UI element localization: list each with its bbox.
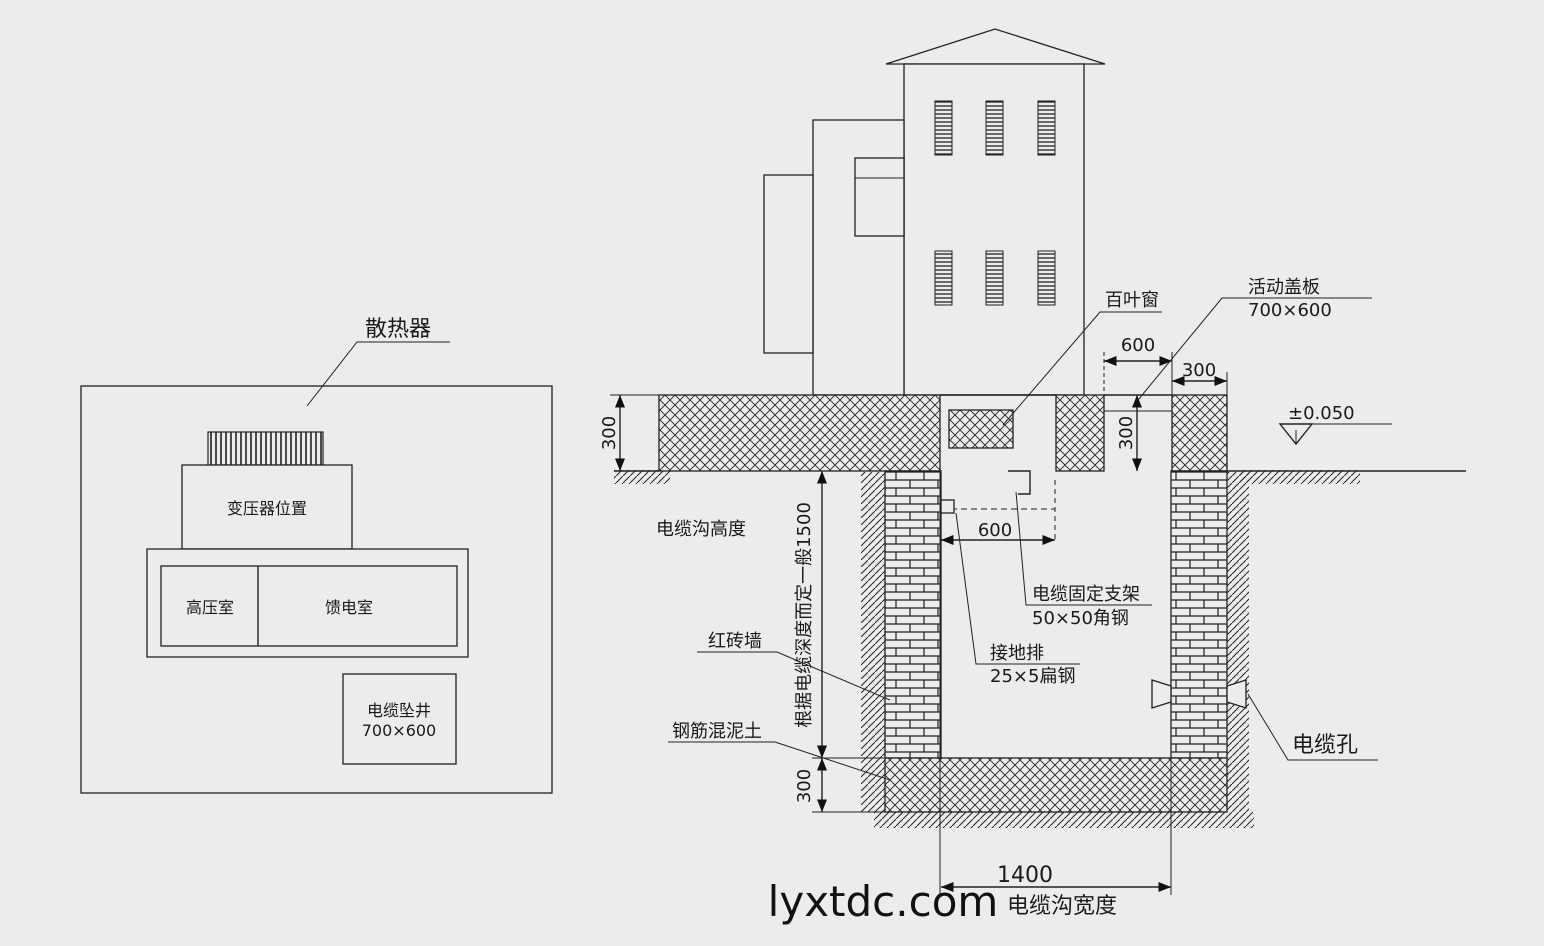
dim-300-top-label: 300 — [1182, 360, 1216, 381]
width-label: 电缆沟宽度 — [1007, 894, 1117, 919]
brick-wall-right — [1170, 470, 1228, 759]
dim-600-top-label: 600 — [1121, 335, 1155, 356]
louver-grille — [948, 409, 1014, 449]
ground-bar-spec: 25×5扁钢 — [990, 666, 1075, 687]
soil-bottom — [874, 812, 1254, 828]
brick-wall-left — [884, 470, 942, 759]
transformer-label: 变压器位置 — [227, 499, 307, 518]
cable-hole-leader — [1247, 693, 1378, 761]
soil-ground-left — [614, 470, 670, 484]
ground-bar-symbol — [940, 499, 955, 514]
cover-size: 700×600 — [1248, 300, 1332, 321]
vent-icon — [985, 100, 1004, 156]
cable-pit-label: 电缆坠井 — [367, 701, 431, 720]
cable-bracket — [1008, 470, 1031, 495]
concrete-beam-right — [1171, 394, 1228, 472]
substation-building — [763, 28, 1106, 396]
bracket-label: 电缆固定支架 — [1032, 584, 1140, 605]
bracket-leader — [1015, 491, 1152, 606]
level-marker: ±0.050 — [1278, 403, 1392, 446]
soil-left — [861, 472, 885, 812]
roof — [885, 28, 1106, 65]
brick-wall-leader — [697, 651, 891, 701]
level-label: ±0.050 — [1288, 403, 1355, 424]
cable-hole-label: 电缆孔 — [1292, 733, 1358, 758]
width-value: 1400 — [997, 863, 1053, 888]
trench-height-label: 电缆沟高度 — [656, 519, 746, 540]
soil-ground-right — [1240, 470, 1360, 484]
radiator-label: 散热器 — [365, 317, 431, 342]
dim-600-mid-label: 600 — [978, 520, 1012, 541]
dim-300-bottom-label: 300 — [794, 769, 815, 803]
transformer-box — [181, 464, 353, 550]
cover-label: 活动盖板 — [1248, 277, 1320, 298]
concrete-leader — [668, 741, 891, 781]
vent-icon — [934, 250, 953, 306]
radiator-leader — [306, 341, 450, 407]
vent-icon — [985, 250, 1004, 306]
vent-icon — [1037, 100, 1056, 156]
brick-wall-label: 红砖墙 — [708, 631, 762, 652]
section-view: ±0.050 300 600 300 300 根据电缆深度而定一般1500 电缆… — [599, 28, 1466, 919]
cable-hole-left — [1151, 679, 1172, 709]
cable-pit-box — [342, 673, 457, 765]
soil-right — [1227, 472, 1249, 812]
cable-pit-size: 700×600 — [362, 721, 436, 740]
hv-room-label: 高压室 — [186, 598, 234, 617]
concrete-slab-left — [658, 394, 941, 472]
bracket-spec: 50×50角钢 — [1032, 608, 1129, 629]
ground-bar-leader — [955, 512, 1080, 665]
concrete-beam-mid — [1055, 394, 1105, 472]
dim-300-left-label: 300 — [599, 416, 620, 450]
feeder-room-label: 馈电室 — [325, 598, 373, 617]
trench-depth-note: 根据电缆深度而定一般1500 — [794, 502, 815, 728]
watermark: lyxtdc.com — [768, 877, 999, 926]
cover-leader — [1137, 297, 1372, 401]
vent-icon — [934, 100, 953, 156]
louver-label: 百叶窗 — [1105, 290, 1159, 311]
side-panel — [854, 157, 905, 237]
vent-icon — [1037, 250, 1056, 306]
ground-bar-label: 接地排 — [990, 643, 1044, 664]
concrete-slab-bottom — [884, 757, 1228, 813]
switchgear-inner — [160, 565, 458, 647]
radiator-fins-side — [763, 174, 814, 354]
plan-view: 变压器位置 高压室 馈电室 电缆坠井 700×600 散热器 — [80, 317, 553, 794]
concrete-label: 钢筋混泥土 — [672, 721, 762, 742]
radiator-symbol — [207, 431, 324, 466]
cable-hole-right — [1226, 679, 1247, 709]
louver-leader — [1002, 311, 1162, 426]
dim-300-cover-label: 300 — [1116, 416, 1137, 450]
